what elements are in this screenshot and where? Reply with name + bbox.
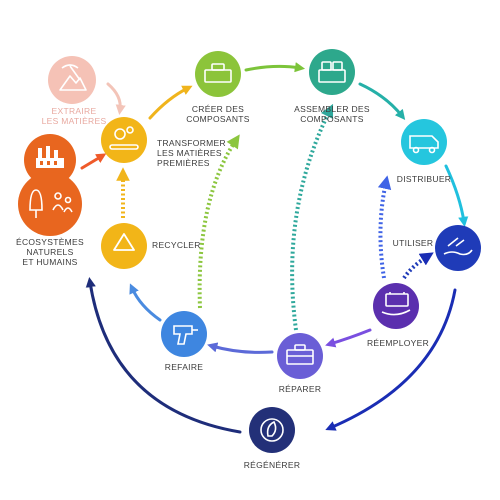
node-creer: [195, 51, 241, 97]
arrow-ecosystemes-to-transformer: [80, 153, 107, 170]
arrow-assembler-to-distribuer: [358, 82, 406, 120]
leaf-cycle-icon: [260, 418, 284, 442]
node-refaire: [161, 311, 207, 357]
arrow-distribuer-to-utiliser: [444, 164, 469, 228]
node-reemployer: [373, 283, 419, 329]
hand-usage-icon: [443, 237, 473, 256]
node-transformer: [101, 117, 147, 163]
node-reparer: [277, 333, 323, 379]
label-transformer: TRANSFORMER LES MATIÈRES PREMIÈRES: [157, 138, 226, 168]
node-utiliser: [435, 225, 481, 271]
dotted-arrow-reemployer-to-distribuer: [377, 175, 392, 279]
label-assembler: ASSEMBLER DES COMPOSANTS: [294, 104, 370, 124]
node-ecosystemes-factory: [24, 134, 76, 186]
assembled-blocks-icon: [318, 61, 346, 83]
arrow-extraire-to-transformer: [106, 82, 126, 116]
label-recycler: RECYCLER: [152, 240, 201, 250]
arrow-creer-to-assembler: [244, 62, 306, 73]
arrow-utiliser-to-regenerer: [325, 288, 457, 431]
label-ecosystemes: ÉCOSYSTÈMES NATURELS ET HUMAINS: [15, 237, 85, 267]
node-assembler: [309, 49, 355, 95]
dotted-arrow-refaire-to-creer: [197, 134, 240, 309]
label-reparer: RÉPARER: [278, 384, 322, 394]
label-distribuer: DISTRIBUER: [396, 174, 452, 184]
gears-conveyor-icon: [109, 126, 139, 150]
dotted-arrow-reparer-to-assembler: [290, 103, 334, 331]
label-refaire: REFAIRE: [164, 362, 204, 372]
toolbox-icon: [286, 344, 314, 365]
node-recycler: [101, 223, 147, 269]
node-distribuer: [401, 119, 447, 165]
arrow-transformer-to-creer: [148, 85, 193, 120]
arrow-refaire-to-recycler: [129, 283, 162, 322]
node-extraire: [48, 56, 96, 104]
label-creer: CRÉER DES COMPOSANTS: [186, 104, 250, 124]
delivery-truck-icon: [409, 135, 439, 154]
pickaxe-mountain-icon: [59, 64, 87, 91]
arrow-regenerer-to-ecosystemes: [85, 276, 242, 434]
drill-icon: [173, 325, 198, 345]
node-ecosystemes-nature: [18, 172, 82, 236]
node-regenerer: [249, 407, 295, 453]
label-extraire: EXTRAIRE LES MATIÈRES: [41, 106, 107, 126]
arrow-reemployer-to-reparer: [325, 328, 372, 348]
label-reemployer: RÉEMPLOYER: [366, 338, 430, 348]
dotted-arrow-reemployer-to-utiliser: [402, 252, 434, 280]
label-regenerer: RÉGÉNÉRER: [243, 460, 301, 470]
label-utiliser: UTILISER: [392, 238, 434, 248]
trees-people-icon: [29, 189, 73, 218]
arrow-reparer-to-refaire: [207, 342, 274, 354]
recycle-icon: [113, 233, 135, 251]
component-box-icon: [204, 63, 232, 83]
battery-hand-icon: [381, 292, 411, 316]
